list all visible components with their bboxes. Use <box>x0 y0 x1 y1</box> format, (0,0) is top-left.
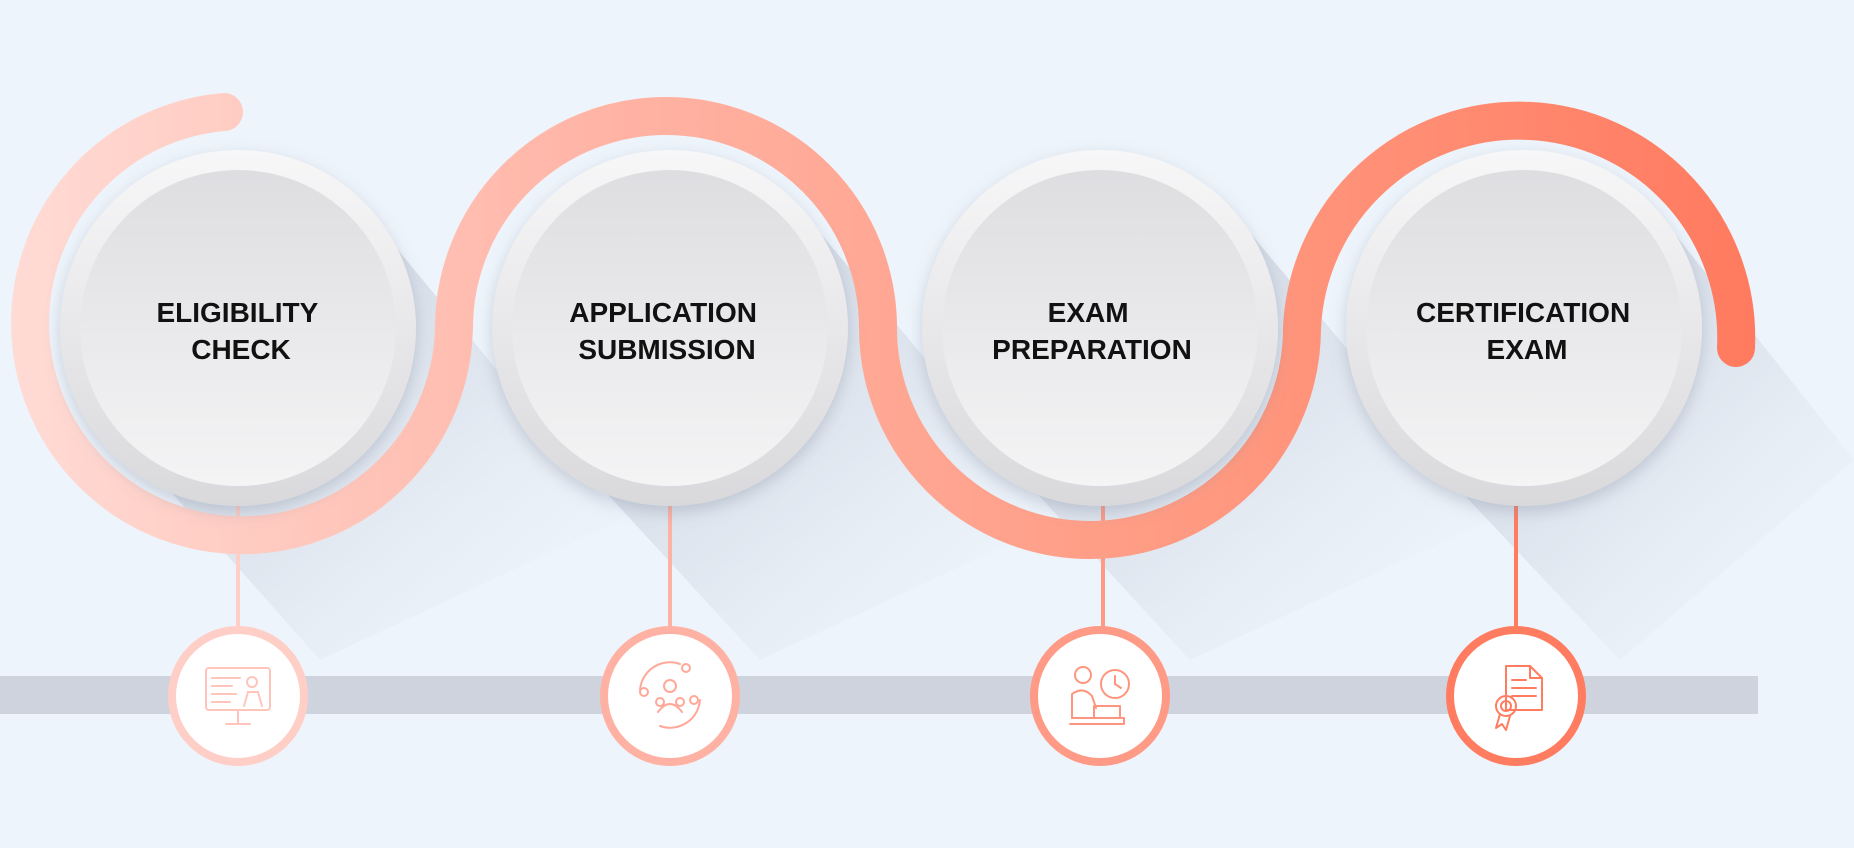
step-title-3: EXAM PREPARATION <box>992 297 1192 365</box>
step-title-4-line2: EXAM <box>1487 334 1568 365</box>
step-title-2-line1: APPLICATION <box>569 297 757 328</box>
step-title-4: CERTIFICATION EXAM <box>1416 297 1638 365</box>
icon-medallion-1 <box>168 626 308 766</box>
step-disc-2 <box>492 150 848 506</box>
step-disc-1 <box>60 150 416 506</box>
wave-ribbon <box>11 93 1756 559</box>
step-title-2: APPLICATION SUBMISSION <box>569 297 764 365</box>
step-title-1-line1: ELIGIBILITY <box>156 297 318 328</box>
icon-medallion-4 <box>1446 626 1586 766</box>
icon-medallion-2 <box>600 626 740 766</box>
step-disc-3 <box>922 150 1278 506</box>
step-title-3-line2: PREPARATION <box>992 334 1192 365</box>
certificate-ribbon-icon <box>1495 665 1543 731</box>
step-title-2-line2: SUBMISSION <box>578 334 755 365</box>
icon-medallion-3 <box>1030 626 1170 766</box>
step-title-1: ELIGIBILITY CHECK <box>156 297 325 365</box>
student-study-clock-icon <box>1069 666 1130 725</box>
step-disc-4 <box>1346 150 1702 506</box>
step-title-1-line2: CHECK <box>191 334 291 365</box>
team-network-icon <box>639 661 701 729</box>
presentation-board-icon <box>205 667 271 725</box>
step-title-4-line1: CERTIFICATION <box>1416 297 1630 328</box>
step-title-3-line1: EXAM <box>1048 297 1129 328</box>
